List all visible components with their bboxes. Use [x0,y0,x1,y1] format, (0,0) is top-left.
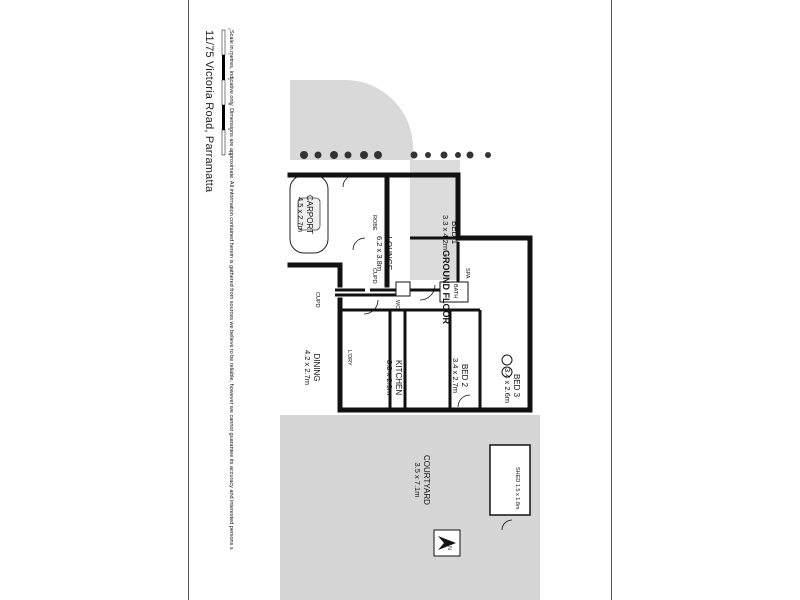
scale-tick-5: 5 [227,153,231,155]
shed-label: SHED 1.5 x 1.8m [514,467,520,510]
stove [501,354,513,366]
scale-tick-4: 4 [227,128,231,130]
stove-burner [501,366,513,378]
floor-label: GROUND FLOOR [441,250,451,324]
scale-tick-3: 3 [227,103,231,105]
cupd-label-2: CUPD [314,292,320,308]
scale-tick-2: 2 [227,78,231,80]
wc [395,281,411,297]
shrub-row [300,151,491,159]
shed [489,444,531,516]
left-page-border [188,0,189,600]
laundry-label: L'DRY [346,350,352,366]
property-title: 11/75 Victoria Road, Parramatta [203,30,215,193]
scale-tick-1: 1 [227,53,231,55]
right-page-border [611,0,612,600]
garden-area [290,80,413,160]
cupd-label-1: CUPD [371,268,377,284]
floor-plan-drawing: 11/75 Victoria Road, Parramatta Scale in… [190,0,610,600]
north-label: N [446,546,452,550]
scale-caption: Scale in metres, indicative only. Dimens… [228,30,234,550]
car-drawing [289,174,329,254]
bath-label: BATH [452,284,458,299]
scale-bar [221,29,226,156]
spa-label: SPA [464,268,470,279]
door-swings [342,174,513,531]
bath-tub [439,281,469,303]
robe-label: ROBE [371,215,377,231]
north-arrow-icon [433,529,461,557]
interior-walls [335,236,482,410]
courtyard-area [280,415,540,600]
driveway-area [410,160,460,280]
scale-tick-0: 0 [227,28,231,30]
wc-label: WC [394,300,400,310]
plan-linework [221,29,540,600]
